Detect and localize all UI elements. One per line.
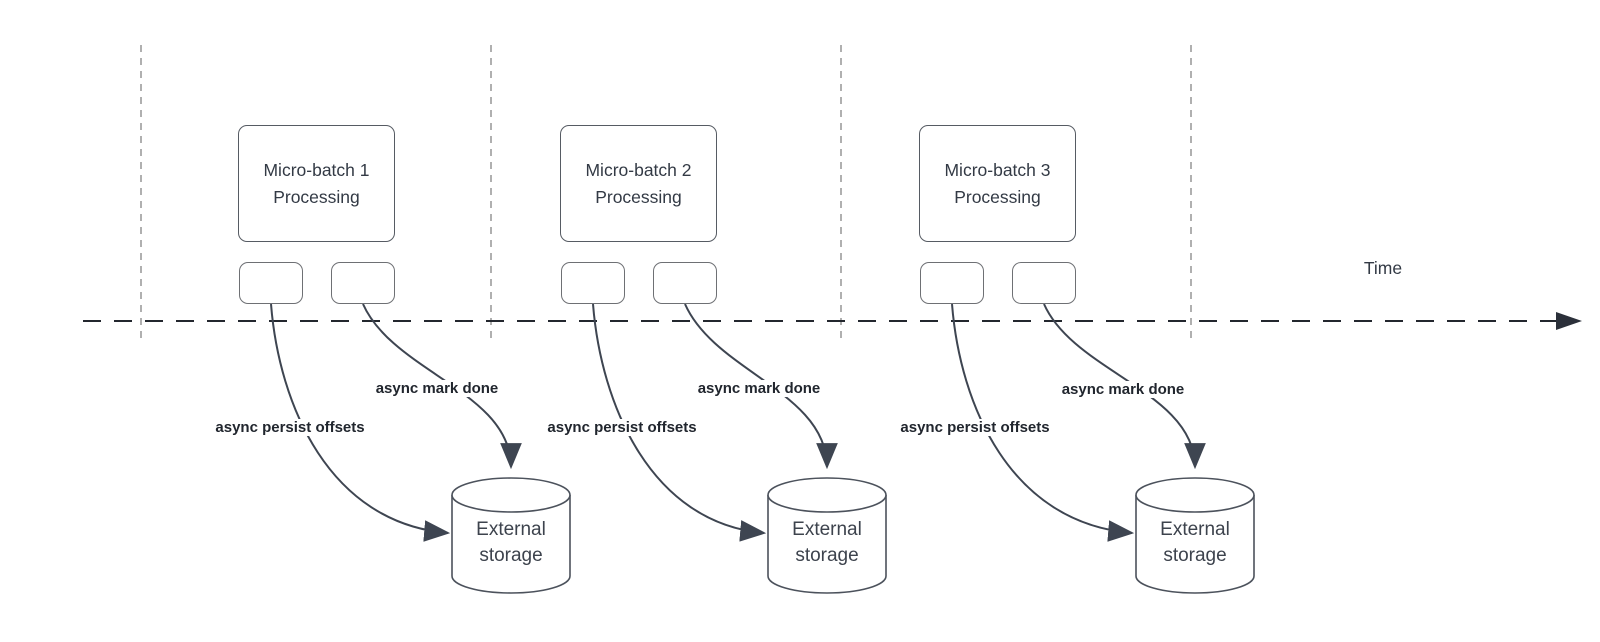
persist-offsets-label: async persist offsets — [898, 419, 1052, 436]
external-storage-line1: External — [1160, 519, 1230, 540]
micro-batch-title-line2: Processing — [273, 186, 360, 207]
micro-batch-title-line1: Micro-batch 3 — [944, 159, 1051, 180]
persist-offsets-label: async persist offsets — [545, 419, 699, 436]
external-storage-cylinder — [451, 477, 571, 594]
micro-batch-title-line2: Processing — [595, 186, 682, 207]
mark-done-source-box — [653, 262, 717, 304]
persist-offsets-source-box — [239, 262, 303, 304]
external-storage-cylinder — [767, 477, 887, 594]
mark-done-source-box — [1012, 262, 1076, 304]
external-storage-line1: External — [476, 519, 546, 540]
micro-batch-title-line1: Micro-batch 1 — [263, 159, 370, 180]
mark-done-label: async mark done — [373, 380, 501, 397]
persist-offsets-arrow — [951, 303, 1135, 542]
micro-batch-box: Micro-batch 2 Processing — [560, 125, 717, 242]
micro-batch-box: Micro-batch 3 Processing — [919, 125, 1076, 242]
external-storage-label: External storage — [1136, 517, 1254, 569]
time-label: Time — [1363, 258, 1403, 278]
mark-done-source-box — [331, 262, 395, 304]
external-storage-line1: External — [792, 519, 862, 540]
micro-batch-box: Micro-batch 1 Processing — [238, 125, 395, 242]
external-storage-line2: storage — [795, 545, 859, 566]
mark-done-label: async mark done — [695, 380, 823, 397]
mark-done-label: async mark done — [1059, 381, 1187, 398]
persist-offsets-arrow — [270, 303, 451, 542]
external-storage-label: External storage — [768, 517, 886, 569]
external-storage-line2: storage — [479, 545, 543, 566]
persist-offsets-source-box — [561, 262, 625, 304]
micro-batch-title-line2: Processing — [954, 186, 1041, 207]
external-storage-line2: storage — [1163, 545, 1227, 566]
micro-batch-title-line1: Micro-batch 2 — [585, 159, 692, 180]
external-storage-label: External storage — [452, 517, 570, 569]
timeline-arrowhead-icon — [1556, 312, 1582, 330]
persist-offsets-source-box — [920, 262, 984, 304]
external-storage-cylinder — [1135, 477, 1255, 594]
persist-offsets-arrow — [592, 303, 767, 542]
persist-offsets-label: async persist offsets — [213, 419, 367, 436]
